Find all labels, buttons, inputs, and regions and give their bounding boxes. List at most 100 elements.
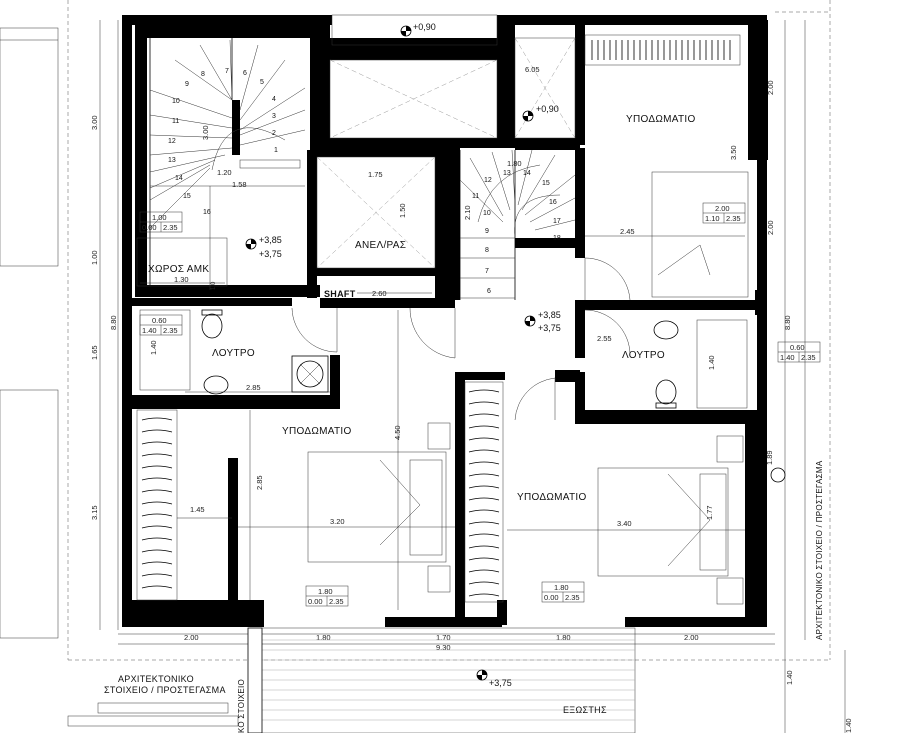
window-tag-value: 1.80 (318, 587, 333, 596)
dimension-label: 1.50 (398, 203, 407, 218)
window-tag-value: 0.00 (308, 597, 323, 606)
dimension-label: 8.80 (109, 315, 118, 330)
window-tag-value: 2.35 (801, 353, 816, 362)
dimension-label: 1.65 (90, 345, 99, 360)
window-tag-value: 0.60 (790, 343, 805, 352)
stair-step-label: 16 (203, 209, 211, 216)
level-marker (245, 238, 257, 250)
level-label: +0,90 (413, 22, 436, 32)
dimension-label: 3.15 (90, 505, 99, 520)
dimension-label: 1.77 (705, 505, 714, 520)
stair-step-label: 9 (485, 228, 489, 235)
window-tag-value: 2.00 (715, 204, 730, 213)
dimension-label: 1.40 (785, 670, 794, 685)
stair-step-label: 1 (274, 147, 278, 154)
dimension-label: 1,0 (211, 281, 217, 290)
walls (122, 15, 768, 627)
dimension-label: 1.58 (232, 180, 247, 189)
wardrobe-middle (464, 381, 504, 603)
window-tag-value: 1.10 (705, 214, 720, 223)
window-tag: 0.60 1.40 2.35 (139, 314, 183, 336)
dimension-label: 1.40 (149, 340, 158, 355)
note-architectural-bottom: ΑΡΧΙΤΕΚΤΟΝΙΚΟ ΣΤΟΙΧΕΙΟ / ΠΡΟΣΤΕΓΑΣΜΑ ΚΟ … (67, 674, 246, 733)
level-marker (524, 315, 536, 327)
dimension-label: 2.00 (184, 633, 199, 642)
window-tag: 0.60 1.40 2.35 (777, 341, 821, 363)
dimension-label: 2.55 (597, 334, 612, 343)
dimension-label: 2.00 (684, 633, 699, 642)
bottom-dimensions: 2.00 1.80 1.70 1.80 2.00 9.30 (184, 633, 699, 652)
stair-step-label: 13 (168, 157, 176, 164)
dimension-label: 1.75 (368, 170, 383, 179)
stair-step-label: 17 (553, 218, 561, 225)
dimension-label: 2.85 (255, 475, 264, 490)
dimension-label: 1.40 (707, 355, 716, 370)
level-label: +3,75 (538, 323, 561, 333)
stair-step-label: 9 (185, 81, 189, 88)
window-tag-value: 2.35 (163, 326, 178, 335)
stair-step-label: 11 (472, 193, 479, 200)
amk-space: ΧΩΡΟΣ ΑΜΚ 1.30 1,0 (136, 237, 228, 290)
stair-step-label: 11 (172, 118, 179, 125)
window-tag-value: 2.35 (565, 593, 580, 602)
stair-step-label: 7 (225, 68, 229, 75)
room-label-bedroom: ΥΠΟΔΩΜΑΤΙΟ (282, 426, 352, 437)
dimension-label: 3.40 (617, 519, 632, 528)
window-tag-value: 0.00 (544, 593, 559, 602)
right-dimensions: 2.00 2.00 8.80 1.40 ΑΡΧΙΤΕΚΤΟΝΙΚΟ ΣΤΟΙΧΕ… (766, 80, 853, 733)
elevator-shaft: 1.75 1.50 ΑΝΕΛ/ΡΑΣ SHAFT 2.60 (316, 156, 436, 299)
level-label: +3,85 (538, 310, 561, 320)
window-tag-value: 1.00 (152, 213, 167, 222)
level-marker (400, 25, 412, 37)
window-tag-value: 2.35 (329, 597, 344, 606)
window-tag-value: 2.35 (163, 223, 178, 232)
dimension-label: 1.40 (844, 718, 853, 733)
dimension-label: 2.10 (463, 205, 472, 220)
level-label: +3,85 (259, 235, 282, 245)
stair-step-label: 18 (553, 235, 561, 242)
dimension-label: 1.45 (190, 505, 205, 514)
bathroom-left: 1.40 ΛΟΥΤΡΟ 2.85 (139, 307, 456, 395)
dimension-label: 1.80 (507, 159, 522, 168)
stair-step-label: 8 (201, 71, 205, 78)
dimension-label: 3.50 (729, 145, 738, 160)
window-tag-value: 0.60 (152, 316, 167, 325)
dimension-label: 1.30 (174, 275, 189, 284)
stair-left: 7 5 4 3 2 1 6 8 9 10 11 12 13 14 15 16 1… (149, 38, 306, 290)
room-label-bath: ΛΟΥΤΡΟ (622, 350, 665, 361)
window-tag-value: 2.35 (726, 214, 741, 223)
dimension-label: 1.20 (217, 168, 232, 177)
stair-step-label: 4 (272, 96, 276, 103)
frame-lines (0, 0, 846, 733)
dimension-label: 3.00 (90, 115, 99, 130)
stair-step-label: 8 (485, 247, 489, 254)
bathroom-right: 1.40 ΛΟΥΤΡΟ 2.55 (514, 309, 748, 421)
window-tag-value: 1.80 (554, 583, 569, 592)
stair-step-label: 2 (272, 130, 276, 137)
stair-step-label: 13 (503, 170, 511, 177)
balcony: +3,75 ΕΞΩΣΤΗΣ (247, 627, 636, 733)
dimension-label: 8.80 (783, 315, 792, 330)
window-tag-value: 1.40 (142, 326, 157, 335)
room-label-bedroom: ΥΠΟΔΩΜΑΤΙΟ (517, 492, 587, 503)
room-label-shaft: SHAFT (324, 289, 356, 299)
dimension-label: 2.85 (246, 383, 261, 392)
dimension-label: 3.20 (330, 517, 345, 526)
stair-right: 6 7 8 9 10 11 12 13 14 15 16 17 18 1.80 … (459, 149, 576, 300)
stair-step-label: 12 (168, 138, 176, 145)
window-tag: 1.00 0.00 2.35 (139, 211, 183, 233)
stair-step-label: 5 (260, 79, 264, 86)
dimension-label: 1.89 (765, 450, 774, 465)
window-tag-value: 1.40 (780, 353, 795, 362)
stair-step-label: 3 (272, 113, 276, 120)
dimension-label: 2.00 (766, 220, 775, 235)
bedroom-mid-right: ΥΠΟΔΩΜΑΤΙΟ 3.40 1.77 1.89 (507, 435, 786, 605)
window-tag-value: 0.00 (142, 223, 157, 232)
dimension-label: 1.80 (316, 633, 331, 642)
room-label-balcony: ΕΞΩΣΤΗΣ (563, 705, 607, 715)
level-marker (522, 110, 534, 122)
note-label: ΑΡΧΙΤΕΚΤΟΝΙΚΟ (118, 674, 194, 684)
stair-step-label: 14 (523, 170, 531, 177)
dimension-label: 3.00 (201, 125, 210, 140)
